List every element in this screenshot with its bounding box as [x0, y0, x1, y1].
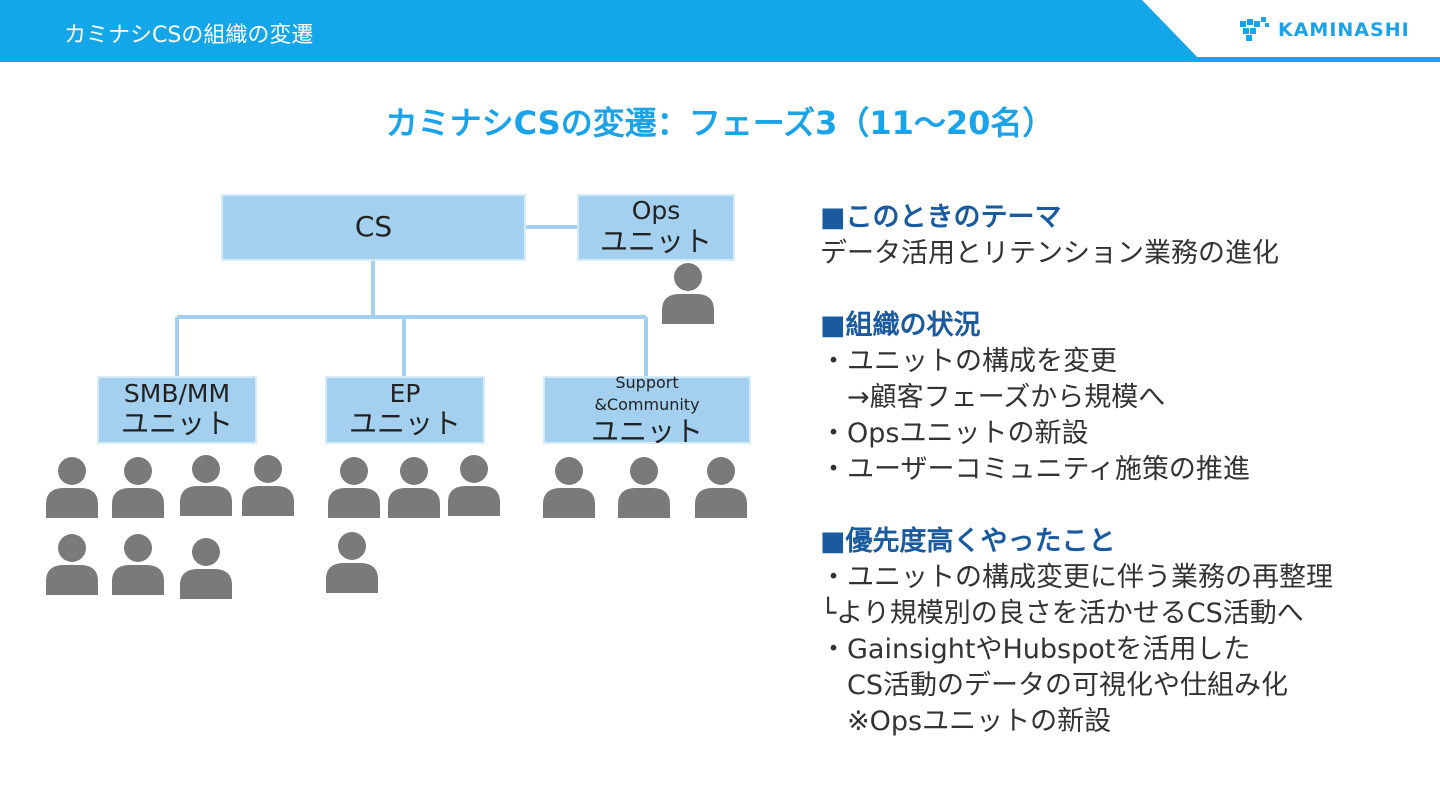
section-org-status-line: ・ユーザーコミュニティ施策の推進	[820, 454, 1250, 485]
kaminashi-logo-icon	[1240, 17, 1269, 41]
header-title: カミナシCSの組織の変遷	[64, 23, 314, 48]
support-community-unit-suffix: ユニット	[590, 414, 703, 448]
support-community-unit-box: Support &Community ユニット	[543, 373, 751, 447]
section-org-status-line: ・ユニットの構成を変更	[820, 346, 1117, 377]
section-org-status-heading: ■組織の状況	[820, 310, 981, 341]
person-icon	[662, 263, 714, 324]
section-org-status: ■組織の状況 ・ユニットの構成を変更 →顧客フェーズから規模へ ・Opsユニット…	[820, 308, 1400, 488]
smb-mm-unit-suffix: ユニット	[120, 407, 233, 441]
cs-label: CS	[354, 210, 393, 244]
section-priorities-line: ・GainsightやHubspotを活用した	[820, 634, 1251, 665]
ep-unit-name: EP	[389, 378, 421, 408]
slide-title: カミナシCSの変遷：フェーズ3（11〜20名）	[385, 104, 1055, 142]
community-unit-name: &Community	[594, 394, 700, 414]
person-icon	[180, 455, 232, 516]
org-connectors	[175, 225, 648, 376]
section-priorities-line: ・ユニットの構成変更に伴う業務の再整理	[820, 562, 1333, 593]
description-panel: ■このときのテーマ データ活用とリテンション業務の進化 ■組織の状況 ・ユニット…	[820, 200, 1400, 740]
person-icon	[448, 455, 500, 516]
person-icon	[695, 457, 747, 518]
ops-unit-name: Ops	[631, 196, 681, 226]
person-icon	[388, 457, 440, 518]
person-icon	[46, 534, 98, 595]
org-chart: CS Ops ユニット SMB/MM ユニット EP ユニット Support …	[46, 194, 751, 599]
logo-text: KAMINASHI	[1278, 19, 1410, 41]
person-icon	[326, 532, 378, 593]
person-icon	[46, 457, 98, 518]
section-priorities-line: CS活動のデータの可視化や仕組み化	[820, 670, 1288, 701]
section-priorities: ■優先度高くやったこと ・ユニットの構成変更に伴う業務の再整理 └より規模別の良…	[820, 524, 1400, 740]
person-icon	[180, 538, 232, 599]
header-bar	[0, 0, 1440, 62]
section-theme-heading: ■このときのテーマ	[820, 202, 1062, 233]
section-priorities-line: └より規模別の良さを活かせるCS活動へ	[820, 598, 1304, 629]
person-icon	[543, 457, 595, 518]
section-org-status-line: →顧客フェーズから規模へ	[820, 382, 1166, 413]
section-theme-line: データ活用とリテンション業務の進化	[820, 238, 1279, 269]
person-icon	[618, 457, 670, 518]
ep-unit-suffix: ユニット	[348, 407, 461, 441]
support-unit-name: Support	[615, 373, 679, 393]
person-icon	[328, 457, 380, 518]
section-org-status-line: ・Opsユニットの新設	[820, 418, 1089, 449]
person-icon	[242, 455, 294, 516]
person-icon	[112, 457, 164, 518]
smb-mm-unit-name: SMB/MM	[123, 378, 231, 408]
ops-unit-box: Ops ユニット	[577, 194, 735, 261]
section-theme: ■このときのテーマ データ活用とリテンション業務の進化	[820, 200, 1400, 272]
cs-box: CS	[221, 194, 526, 261]
person-icon	[112, 534, 164, 595]
ep-unit-box: EP ユニット	[325, 376, 485, 444]
section-priorities-line: ※Opsユニットの新設	[820, 706, 1112, 737]
smb-mm-unit-box: SMB/MM ユニット	[97, 376, 257, 444]
kaminashi-logo: KAMINASHI	[1238, 13, 1410, 47]
ops-unit-suffix: ユニット	[599, 224, 712, 258]
section-priorities-heading: ■優先度高くやったこと	[820, 526, 1116, 557]
